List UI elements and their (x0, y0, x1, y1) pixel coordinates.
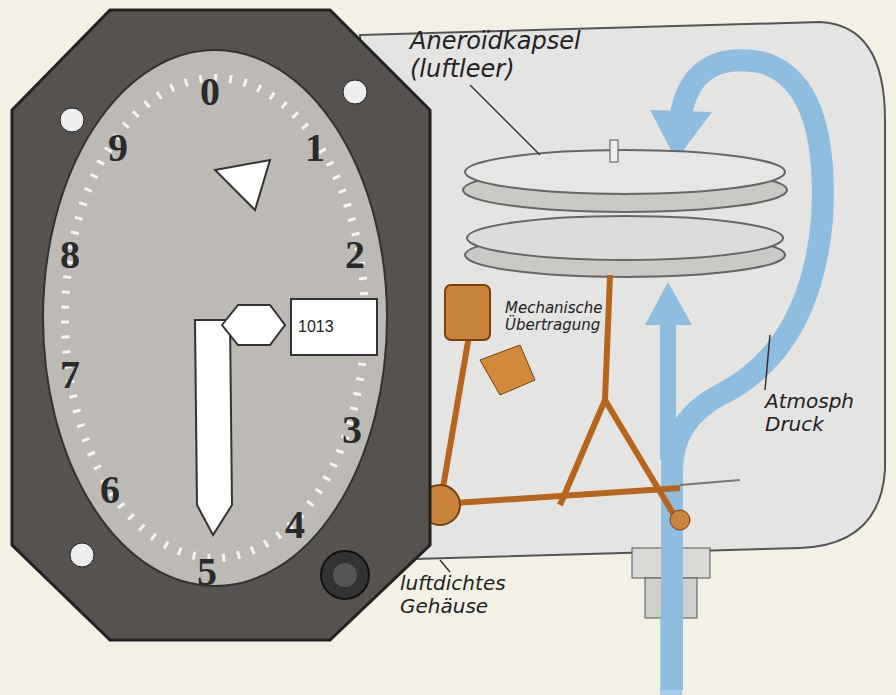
leader-line (765, 335, 770, 390)
screw-hole (70, 543, 94, 567)
scale-number: 1 (305, 128, 325, 168)
part-label: Atmosph Druck (765, 390, 885, 436)
screw-hole (60, 108, 84, 132)
gear (445, 285, 490, 340)
leader-line (470, 85, 540, 155)
scale-number: 0 (200, 72, 220, 112)
shaft (680, 480, 740, 485)
leader-line (440, 560, 450, 572)
capsule-pin (610, 140, 618, 162)
setting-knob (333, 563, 357, 587)
scale-number: 6 (100, 470, 120, 510)
screw-hole (343, 80, 367, 104)
part-label: luftdichtes Gehäuse (400, 572, 550, 618)
scale-number: 3 (342, 410, 362, 450)
capsule-disc (465, 150, 785, 194)
pressure-setting: 1013 (298, 318, 334, 336)
flow-arrow (645, 282, 692, 325)
pointer-hub (222, 305, 285, 345)
part-label: Mechanische Übertragung (505, 300, 620, 335)
scale-number: 9 (108, 128, 128, 168)
gear-segment (480, 345, 535, 395)
scale-number: 7 (60, 355, 80, 395)
dial-face (43, 50, 387, 586)
scale-number: 4 (285, 505, 305, 545)
instrument-bezel (12, 10, 430, 640)
pointer-triangle (215, 160, 270, 210)
setting-knob (321, 551, 369, 599)
pointer-needle (195, 320, 232, 535)
scale-ticks (65, 78, 365, 558)
scale-number: 5 (197, 552, 217, 592)
capsule-disc (467, 216, 783, 260)
linkage (425, 275, 680, 525)
air-flow (660, 320, 676, 460)
scale-number: 2 (345, 235, 365, 275)
kollsman-window: 1013 (290, 298, 378, 356)
pivot (670, 510, 690, 530)
scale-number: 8 (60, 235, 80, 275)
part-label: Aneroïdkapsel (luftleer) (410, 28, 610, 83)
